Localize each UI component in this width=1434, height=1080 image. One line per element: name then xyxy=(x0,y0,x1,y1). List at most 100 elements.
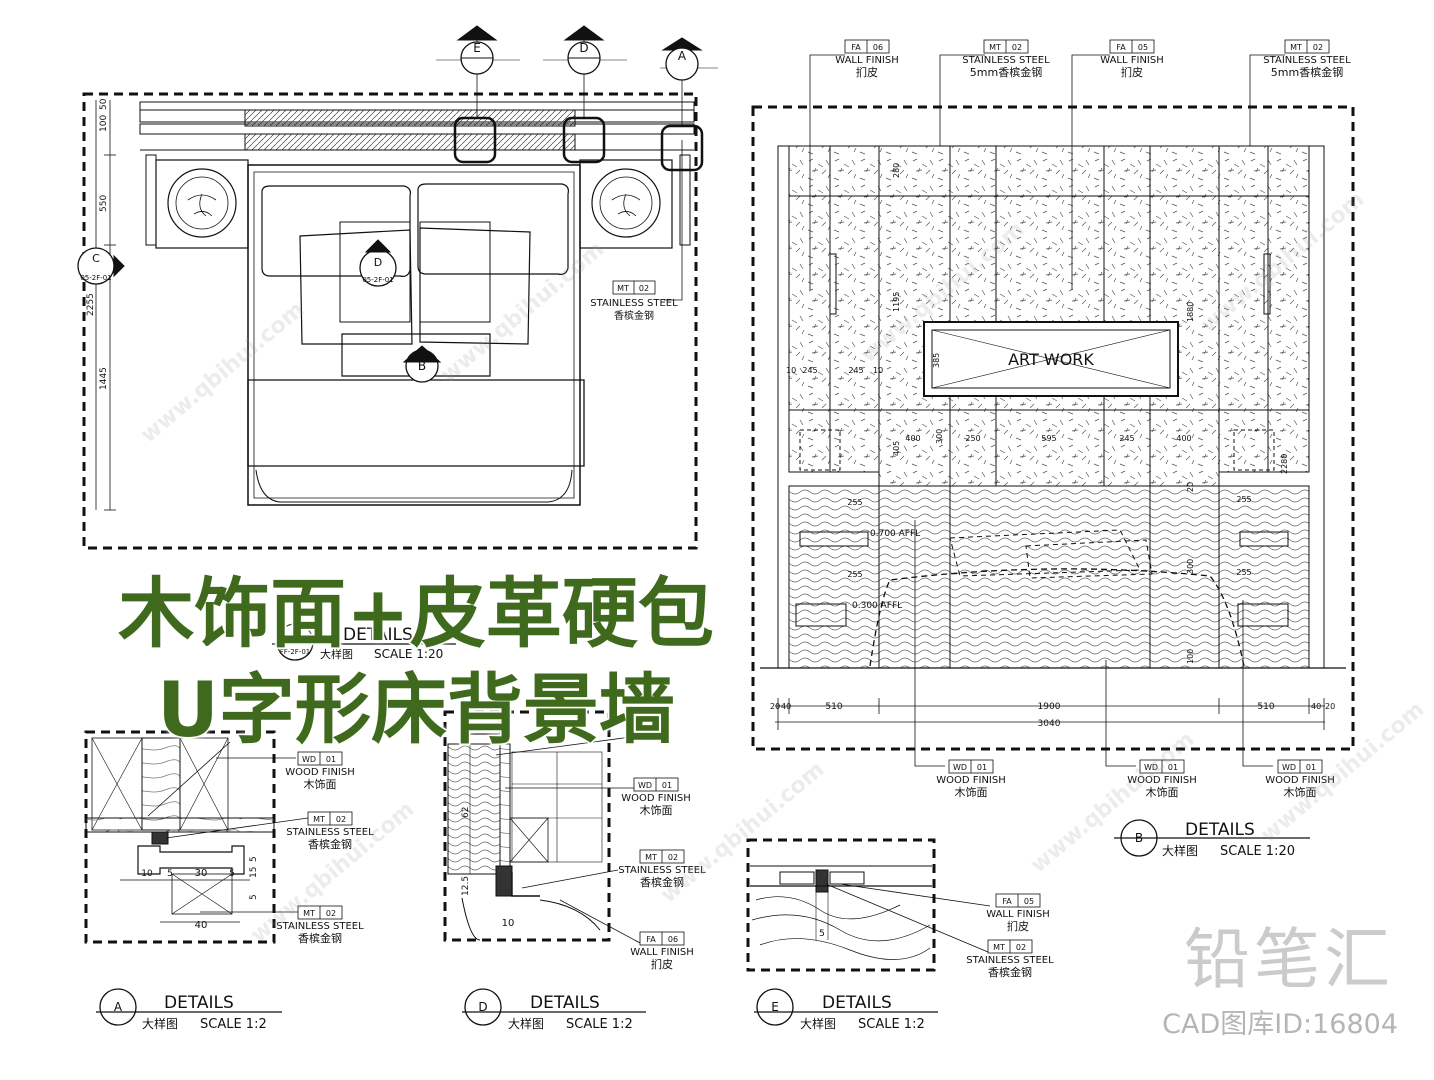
callout-num: 05 xyxy=(1024,897,1034,906)
callout-en: WOOD FINISH xyxy=(285,767,355,778)
det-d-dim-10: 10 xyxy=(502,918,515,929)
elev-dim-m5: 245 xyxy=(1119,434,1134,443)
elev-dim-l4: 10 xyxy=(873,366,883,375)
detail-02-num: 02 xyxy=(289,633,300,643)
callout-cn: 木饰面 xyxy=(1284,785,1317,799)
pillow-right xyxy=(417,183,569,275)
callout-cn: 木饰面 xyxy=(640,803,673,817)
elevation-labels: ART WORK B DETAILS 大样图 SCALE 1:20 20 40 … xyxy=(770,163,1335,859)
dim-100: 100 xyxy=(99,115,109,132)
callout-en: STAINLESS STEEL xyxy=(966,955,1054,966)
callout-cn: 扪皮 xyxy=(651,957,673,971)
det-a-dim-10: 10 xyxy=(141,869,153,879)
elev-dim-20l: 20 xyxy=(770,702,780,711)
marker-d-mid: D xyxy=(374,256,382,269)
callout-en: WOOD FINISH xyxy=(1127,775,1197,786)
det-a-title: DETAILS xyxy=(164,993,234,1013)
plan-callout-code: MT xyxy=(617,284,629,293)
elev-dim-s2: 255 xyxy=(847,570,862,579)
elev-title-scale: SCALE 1:20 xyxy=(1220,844,1295,859)
elev-dim-385: 385 xyxy=(932,353,941,368)
elev-dim-s1: 255 xyxy=(847,498,862,507)
callout-code: WD xyxy=(302,755,316,764)
det-d-top-cn: 扪皮 xyxy=(641,727,663,741)
det-e-title: DETAILS xyxy=(822,993,892,1013)
det-d-dim-62: 62 xyxy=(461,807,471,818)
elev-title: DETAILS xyxy=(1185,820,1255,840)
callout-code: MT xyxy=(993,943,1005,952)
callout-num: 06 xyxy=(873,43,883,52)
lamp-left xyxy=(167,168,237,238)
dim-1445: 1445 xyxy=(99,367,109,390)
callout-en: STAINLESS STEEL xyxy=(286,827,374,838)
detail-02-title xyxy=(272,623,456,661)
elev-dim-m2: 300 xyxy=(935,429,944,444)
callout-cn: 5mm香槟金钢 xyxy=(970,65,1042,79)
dim-2255: 2255 xyxy=(86,293,96,316)
cad-id: CAD图库ID:16804 xyxy=(1162,1009,1398,1040)
det-e-sub: 大样图 xyxy=(800,1016,836,1031)
elev-dim-300: 300 xyxy=(1186,559,1195,574)
detail-02-ref: FF-2F-01 xyxy=(280,648,311,656)
callout-cn: 5mm香槟金钢 xyxy=(1271,65,1343,79)
elev-dim-m4: 595 xyxy=(1041,434,1056,443)
callout-cn: 香槟金钢 xyxy=(640,875,684,889)
det-d-title: DETAILS xyxy=(530,993,600,1013)
elev-dim-m6: 400 xyxy=(1176,434,1191,443)
callout-en: WALL FINISH xyxy=(986,909,1050,920)
detail-d xyxy=(443,710,647,1026)
det-e-dim-5: 5 xyxy=(819,929,825,939)
callout-en: WALL FINISH xyxy=(1100,55,1164,66)
elev-dim-20: 20 xyxy=(1186,482,1195,492)
detail-a xyxy=(84,730,309,1026)
callout-en: STAINLESS STEEL xyxy=(962,55,1050,66)
callout-num: 06 xyxy=(668,935,678,944)
detail-d-labels: 扪皮 62 12.5 10 D DETAILS 大样图 SCALE 1:2 xyxy=(461,727,663,1032)
callout-en: WALL FINISH xyxy=(630,947,694,958)
callout-num: 05 xyxy=(1138,43,1148,52)
det-d-dim-12-5: 12.5 xyxy=(461,876,471,896)
elev-dim-510r: 510 xyxy=(1257,702,1274,712)
detail-02-title-text: DETAILS xyxy=(343,625,413,645)
elev-dim-40l: 40 xyxy=(781,702,791,711)
bed-outline xyxy=(247,164,581,506)
callout-cn: 香槟金钢 xyxy=(308,837,352,851)
elev-title-sub: 大样图 xyxy=(1162,843,1198,858)
elev-title-letter: B xyxy=(1135,831,1143,845)
callout-en: STAINLESS STEEL xyxy=(1263,55,1351,66)
elev-dim-1880: 1880 xyxy=(1186,302,1195,322)
callout-code: MT xyxy=(989,43,1001,52)
callout-cn: 木饰面 xyxy=(1146,785,1179,799)
headline-line-1: 木饰面+皮革硬包 xyxy=(117,568,716,660)
plan-callout-cn: 香槟金钢 xyxy=(614,309,654,322)
elev-dim-405: 405 xyxy=(892,441,901,456)
art-work-label: ART WORK xyxy=(1008,350,1094,369)
callout-code: FA xyxy=(1116,43,1126,52)
dim-50: 50 xyxy=(99,98,109,110)
marker-d-ref: 05-2F-01 xyxy=(362,276,393,284)
elev-dim-l2: 245 xyxy=(802,366,817,375)
elev-dim-2280: 2280 xyxy=(1280,454,1289,474)
brand-logo-text: 铅笔汇 xyxy=(1184,921,1394,998)
det-a-sub: 大样图 xyxy=(142,1016,178,1031)
callout-en: WOOD FINISH xyxy=(621,793,691,804)
det-a-dim-5b: 5 xyxy=(229,869,235,879)
lamp-right xyxy=(591,168,661,238)
callout-code: WD xyxy=(1144,763,1158,772)
marker-e: E xyxy=(473,41,481,55)
callout-cn: 扪皮 xyxy=(1121,65,1143,79)
callout-num: 01 xyxy=(977,763,987,772)
plan-callout-num: 02 xyxy=(639,284,649,293)
